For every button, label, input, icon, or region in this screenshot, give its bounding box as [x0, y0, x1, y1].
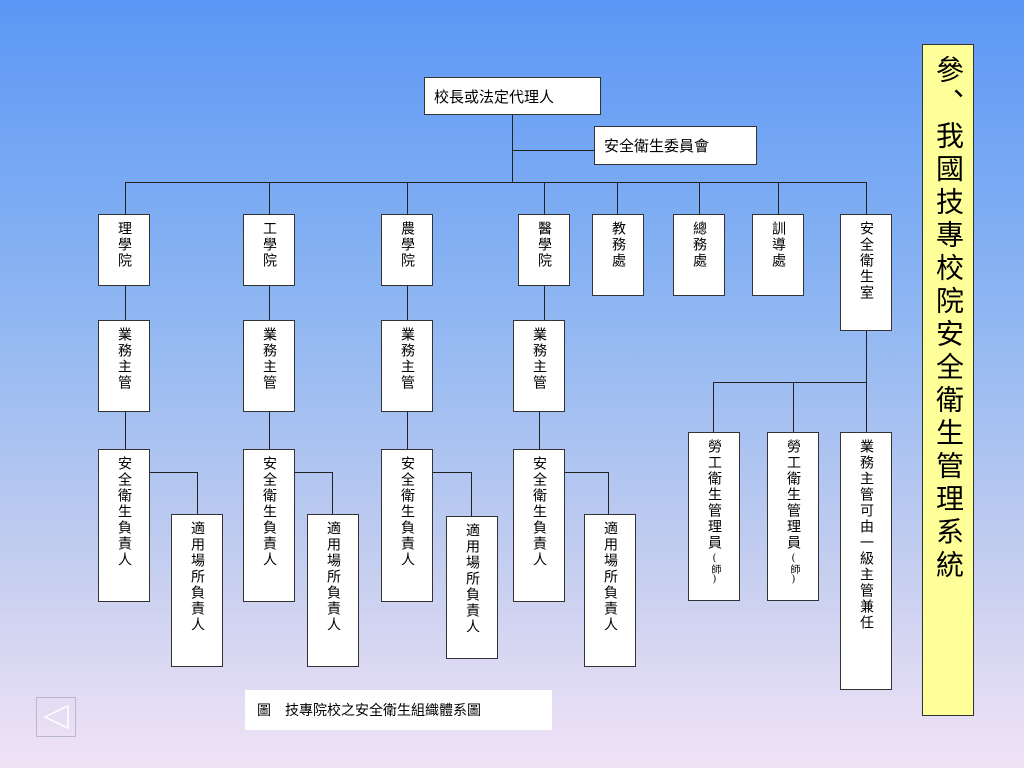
- business-manager-node: 業務主管: [513, 320, 565, 412]
- labor-health-manager-sub: (師): [709, 553, 720, 585]
- labor-health-manager-sub: (師): [788, 553, 799, 585]
- safety-office-node: 安全衛生室: [840, 214, 892, 331]
- business-manager-node: 業務主管: [243, 320, 295, 412]
- labor-health-manager-label: 勞工衛生管理員: [706, 439, 722, 551]
- labor-health-manager-node: 勞工衛生管理員 (師): [688, 432, 740, 601]
- applicable-place-responsible-node: 適用場所負責人: [584, 514, 636, 667]
- safety-responsible-node: 安全衛生負責人: [243, 449, 295, 602]
- applicable-place-responsible-node: 適用場所負責人: [446, 516, 498, 659]
- business-manager-node: 業務主管: [381, 320, 433, 412]
- figure-caption: 圖 技專院校之安全衛生組織體系圖: [245, 690, 552, 730]
- college-engineering-node: 工學院: [243, 214, 295, 286]
- safety-committee-node: 安全衛生委員會: [594, 126, 757, 165]
- principal-node: 校長或法定代理人: [424, 77, 601, 115]
- labor-health-manager-label: 勞工衛生管理員: [785, 439, 801, 551]
- academic-affairs-node: 教務處: [592, 214, 644, 296]
- triangle-left-icon: [43, 704, 69, 730]
- college-science-node: 理學院: [98, 214, 150, 286]
- back-button[interactable]: [36, 697, 76, 737]
- applicable-place-responsible-node: 適用場所負責人: [307, 514, 359, 667]
- college-agriculture-node: 農學院: [381, 214, 433, 286]
- college-medicine-node: 醫學院: [518, 214, 570, 286]
- labor-health-manager-node: 勞工衛生管理員 (師): [767, 432, 819, 601]
- general-affairs-node: 總務處: [673, 214, 725, 296]
- safety-responsible-node: 安全衛生負責人: [381, 449, 433, 602]
- slide-title: 參、我國技專校院安全衛生管理系統: [922, 44, 974, 716]
- business-manager-node: 業務主管: [98, 320, 150, 412]
- safety-responsible-node: 安全衛生負責人: [513, 449, 565, 602]
- student-affairs-node: 訓導處: [752, 214, 804, 296]
- concurrent-manager-node: 業務主管可由一級主管兼任: [840, 432, 892, 690]
- safety-responsible-node: 安全衛生負責人: [98, 449, 150, 602]
- applicable-place-responsible-node: 適用場所負責人: [171, 514, 223, 667]
